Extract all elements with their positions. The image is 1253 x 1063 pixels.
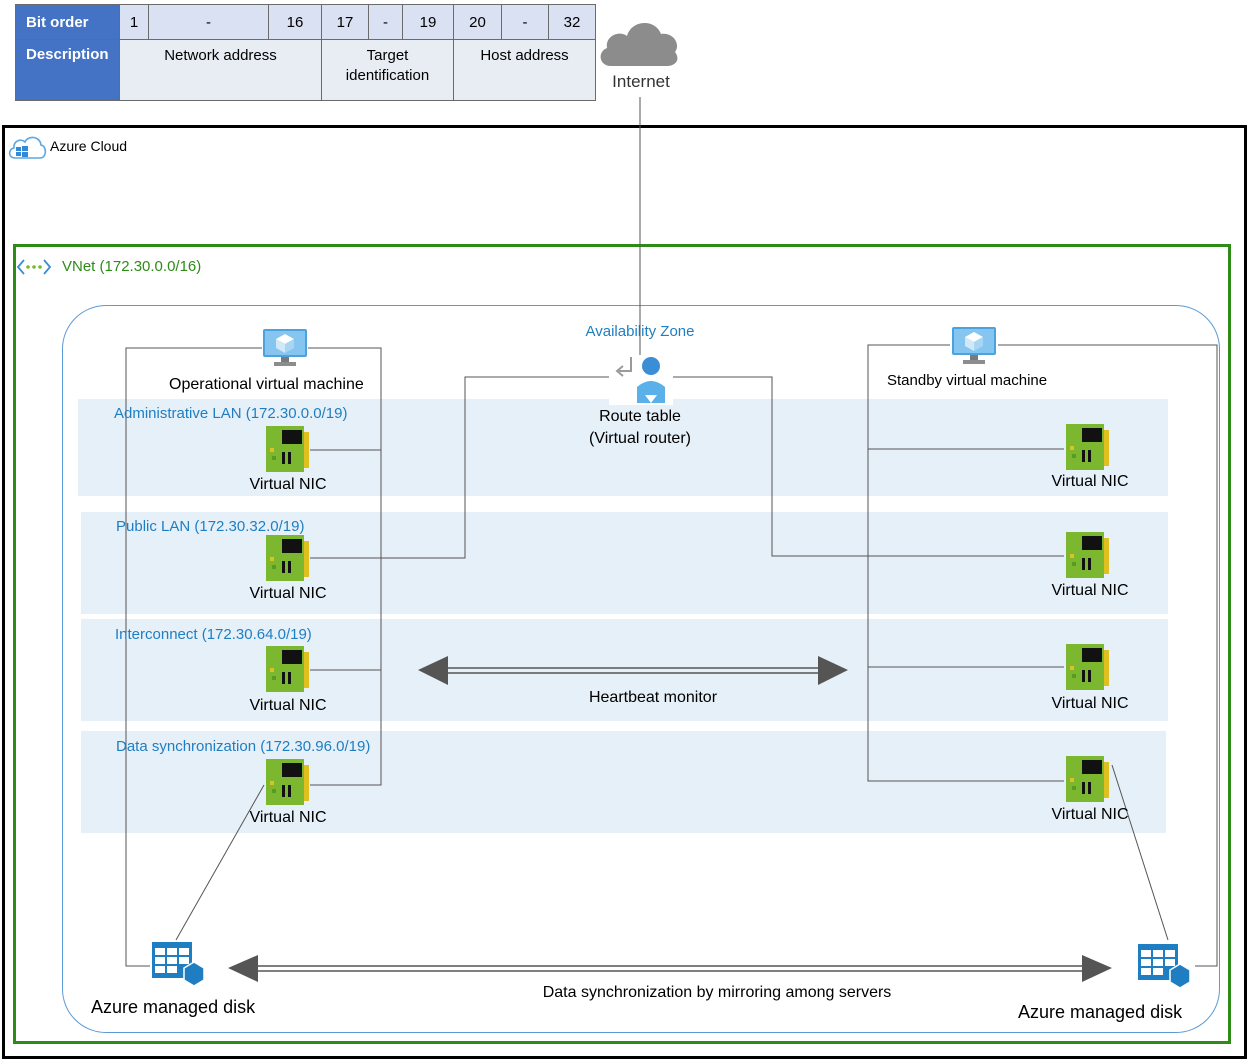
mirror-arrow (228, 955, 1112, 982)
lan-label-public: Public LAN (172.30.32.0/19) (116, 518, 305, 535)
host-address-cell: Host address (453, 39, 596, 101)
nic-label: Virtual NIC (249, 476, 327, 493)
target-line2: identification (345, 67, 430, 84)
nic-label: Virtual NIC (249, 809, 327, 826)
route-table-line2: (Virtual router) (589, 430, 691, 447)
nic-label: Virtual NIC (249, 697, 327, 714)
azure-cloud-frame (2, 125, 1247, 1059)
bit-cell: - (148, 4, 269, 40)
vnet-frame (13, 244, 1231, 1044)
disk-left-label: Azure managed disk (91, 997, 256, 1017)
cloud-icon (600, 22, 678, 66)
lan-label-admin: Administrative LAN (172.30.0.0/19) (114, 405, 348, 422)
heartbeat-arrow (418, 656, 848, 685)
lan-band-public (81, 512, 1168, 614)
nic-icon (1066, 756, 1110, 809)
nic-label: Virtual NIC (1051, 582, 1129, 599)
vm-monitor-icon (263, 329, 307, 366)
bit-order-header: Bit order (15, 4, 120, 40)
lan-band-interconnect (81, 619, 1168, 721)
nic-icon (266, 759, 310, 812)
operational-vm-label: Operational virtual machine (169, 376, 364, 393)
lan-band-admin (78, 399, 1168, 496)
nic-icon (266, 535, 310, 588)
bit-cell: - (368, 4, 403, 40)
availability-zone-frame (62, 305, 1220, 1033)
nic-icon (266, 646, 310, 699)
bit-cell: 20 (453, 4, 502, 40)
vnet-label: VNet (172.30.0.0/16) (62, 258, 202, 275)
disk-right-label: Azure managed disk (1018, 1002, 1183, 1022)
lan-label-interconnect: Interconnect (172.30.64.0/19) (115, 626, 312, 643)
nic-icon (1066, 644, 1110, 697)
nic-label: Virtual NIC (1051, 695, 1129, 712)
mirror-label: Data synchronization by mirroring among … (542, 984, 892, 1001)
vnet-icon (17, 259, 51, 275)
description-header: Description (15, 39, 120, 101)
internet-label: Internet (612, 72, 670, 91)
bit-cell: - (501, 4, 549, 40)
managed-disk-icon (152, 942, 205, 987)
azure-cloud-icon (8, 136, 47, 159)
vm-monitor-icon (952, 327, 996, 364)
lan-label-datasync: Data synchronization (172.30.96.0/19) (116, 738, 371, 755)
bit-cell: 17 (321, 4, 369, 40)
target-line1: Target (366, 47, 409, 64)
bit-cell: 32 (548, 4, 596, 40)
nic-icon (1066, 424, 1110, 477)
bit-order-table: Bit order 1 - 16 17 - 19 20 - 32 Descrip… (15, 4, 596, 101)
nic-label: Virtual NIC (1051, 473, 1129, 490)
network-address-cell: Network address (119, 39, 322, 101)
route-table-line1: Route table (599, 408, 681, 425)
bit-cell: 19 (402, 4, 454, 40)
heartbeat-label: Heartbeat monitor (588, 689, 718, 706)
target-identification-cell: Target identification (321, 39, 454, 101)
azure-cloud-label: Azure Cloud (50, 138, 128, 154)
standby-vm-label: Standby virtual machine (887, 372, 1048, 389)
nic-label: Virtual NIC (249, 585, 327, 602)
nic-label: Virtual NIC (1051, 806, 1129, 823)
nic-icon (266, 426, 310, 479)
bit-cell: 16 (268, 4, 322, 40)
lan-band-datasync (81, 731, 1166, 833)
managed-disk-icon (1138, 944, 1191, 989)
nic-icon (1066, 532, 1110, 585)
route-table-icon (609, 355, 673, 405)
